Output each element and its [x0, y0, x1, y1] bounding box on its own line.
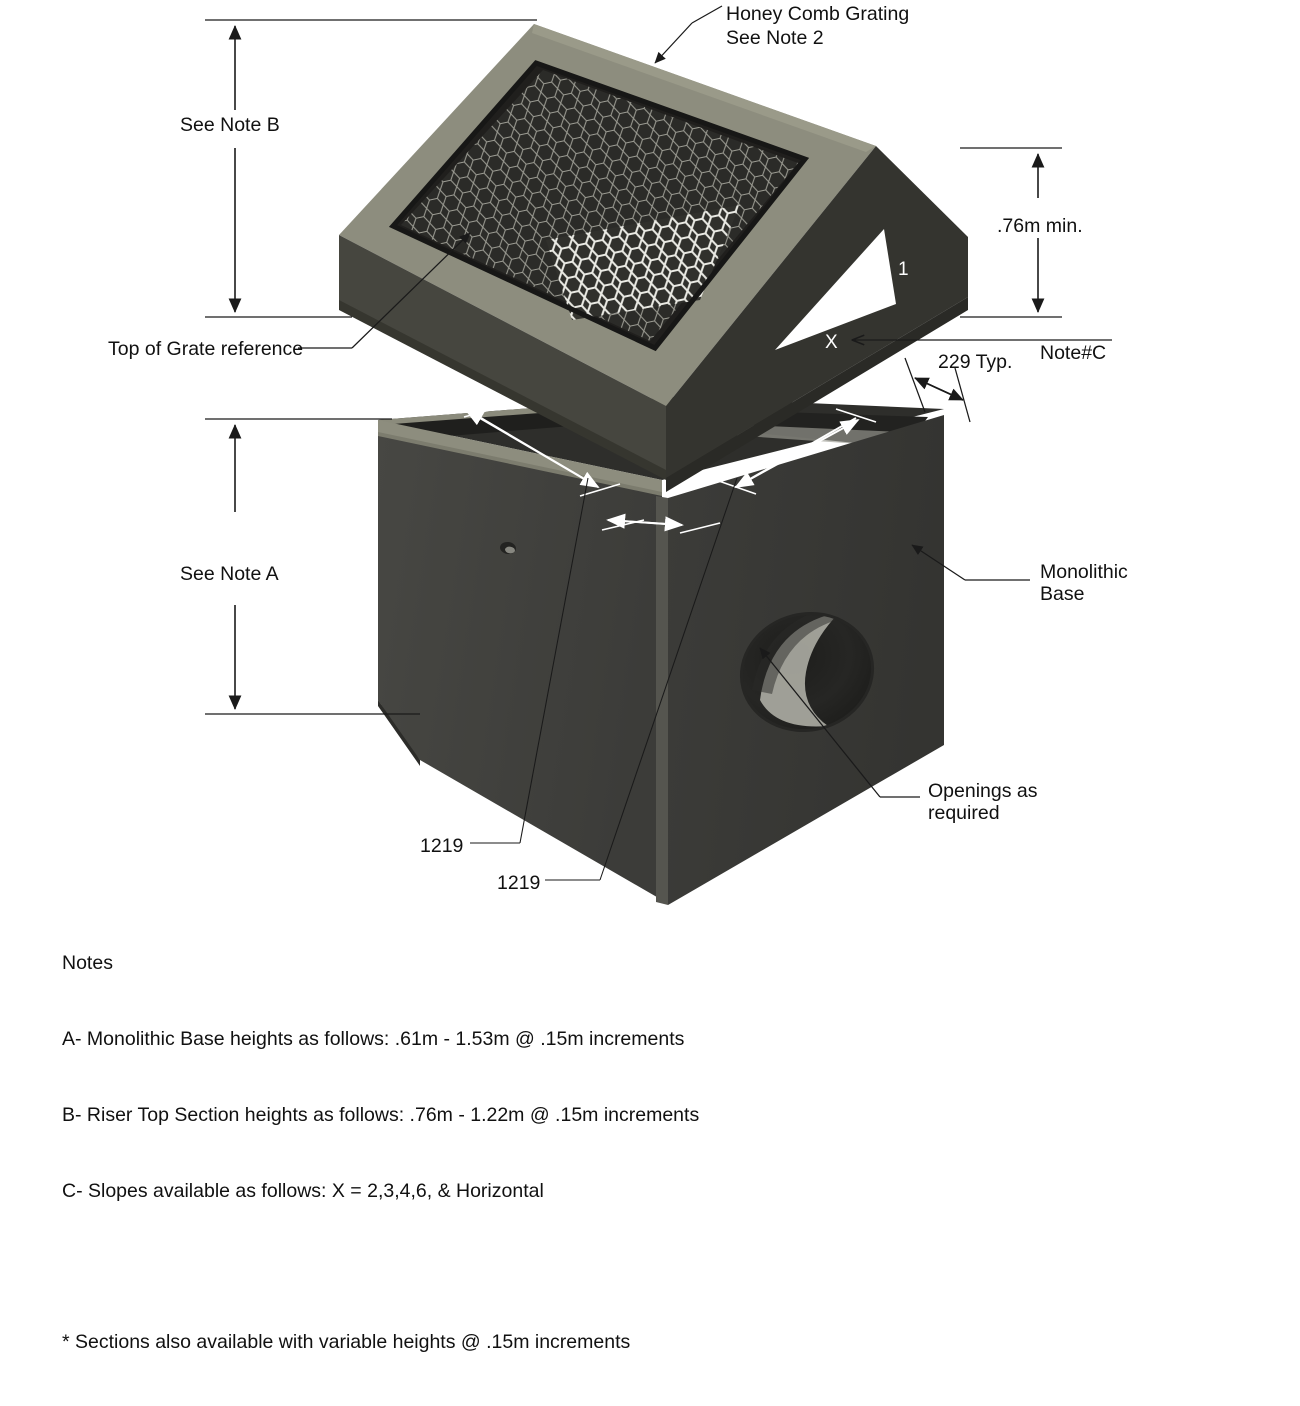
notes-item-a: A- Monolithic Base heights as follows: .… — [62, 1027, 685, 1050]
callout-plan-dim-left: 1219 — [420, 835, 464, 857]
callout-plan-dim-right: 1219 — [497, 872, 541, 894]
riser-top-face-edge — [532, 24, 876, 152]
isometric-model — [339, 24, 968, 905]
dim-tick-left-outer — [463, 405, 505, 418]
callout-229-typ: 229 Typ. — [938, 351, 1013, 373]
dim-arrow-229-b — [914, 377, 964, 401]
annotation-lines — [205, 5, 1112, 881]
dim-tick-wall-left — [601, 519, 645, 531]
riser-top-section-solid — [339, 24, 968, 492]
leader-1219-left-slant — [519, 477, 589, 844]
callout-honeycomb-line1: Honey Comb Grating — [726, 3, 910, 25]
base-circular-opening — [739, 606, 875, 732]
notes-heading: Notes — [62, 951, 113, 974]
notes-item-b: B- Riser Top Section heights as follows:… — [62, 1103, 700, 1126]
dim-tick-left-inner — [579, 483, 621, 497]
leader-1219-right-slant — [599, 477, 738, 881]
base-small-hole-highlight — [505, 546, 515, 554]
callout-openings-line2: required — [928, 802, 1000, 824]
callout-see-note-a: See Note A — [180, 563, 279, 585]
riser-left-face-shadow — [339, 300, 666, 480]
dim-arrow-wall-b — [607, 516, 684, 532]
leader-monolithic-slant — [911, 544, 966, 581]
base-front-face — [378, 436, 662, 900]
notes-spacer — [62, 1255, 699, 1279]
plan-dimension-arrows — [463, 405, 877, 534]
leader-honeycomb-flat — [691, 5, 723, 24]
callout-honeycomb-line2: See Note 2 — [726, 27, 824, 49]
base-bottom-edge-left — [378, 700, 420, 766]
notes-footnote: * Sections also available with variable … — [62, 1330, 631, 1353]
dim-arrow-left-1219-b — [464, 409, 599, 488]
slope-triangle — [775, 229, 896, 350]
notes-block: Notes A- Monolithic Base heights as foll… — [62, 900, 699, 1406]
dim-tick-right-outer — [835, 408, 877, 423]
callout-slope-run: X — [825, 332, 838, 353]
leader-openings-slant — [759, 647, 881, 798]
technical-drawing-canvas: Honey Comb Grating See Note 2 See Note B… — [62, 3, 1128, 1353]
grating-highlight-zone — [546, 205, 740, 320]
callout-monolithic-line1: Monolithic — [1040, 561, 1128, 583]
callout-height-min: .76m min. — [997, 215, 1083, 237]
leader-honeycomb-slant — [654, 22, 693, 64]
ext-line-229-right — [954, 367, 971, 423]
leader-top-of-grate-slant — [351, 232, 471, 349]
riser-wedge-bevel — [666, 297, 968, 492]
notes-item-c: C- Slopes available as follows: X = 2,3,… — [62, 1179, 544, 1202]
callout-monolithic-line2: Base — [1040, 583, 1085, 605]
dim-tick-right-inner — [715, 479, 757, 495]
callout-top-of-grate: Top of Grate reference — [108, 338, 304, 360]
callout-slope-rise: 1 — [898, 259, 909, 280]
dim-tick-wall-right — [679, 522, 721, 534]
riser-left-face — [339, 235, 666, 478]
callout-openings-line1: Openings as — [928, 780, 1038, 802]
base-corner-highlight — [656, 496, 668, 905]
grating-frame — [388, 60, 810, 352]
ext-line-229-left — [904, 357, 926, 413]
callout-see-note-b: See Note B — [180, 114, 280, 136]
monolithic-base-solid — [378, 397, 944, 905]
callout-note-c: Note#C — [1040, 342, 1107, 364]
dim-arrow-right-1219-b — [735, 419, 860, 488]
